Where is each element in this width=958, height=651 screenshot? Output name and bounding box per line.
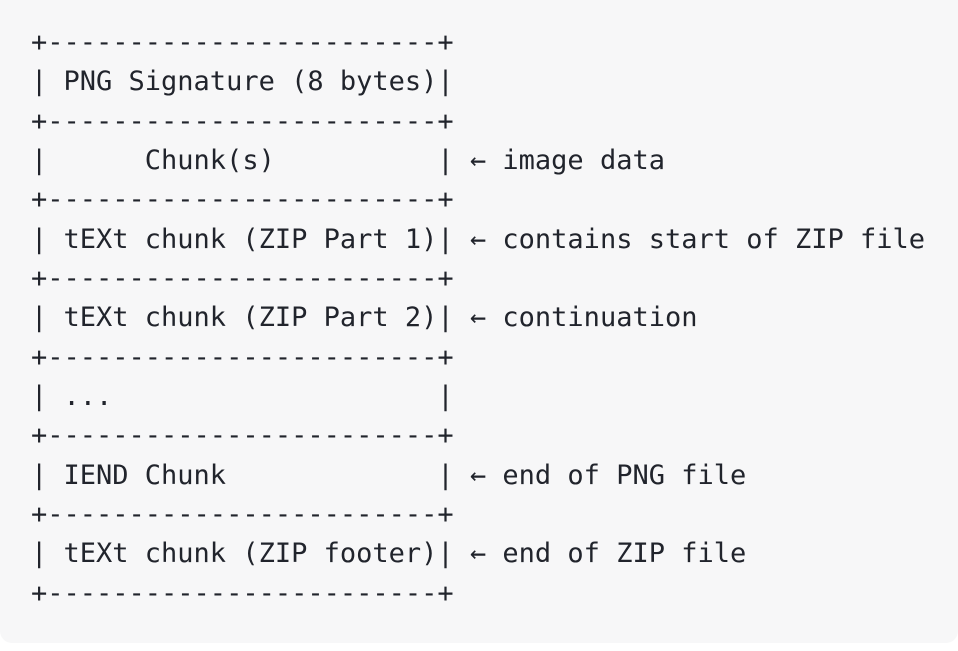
ascii-line-png-signature: | PNG Signature (8 bytes)| — [31, 66, 454, 98]
ascii-line-text-chunk-zip-part1: | tEXt chunk (ZIP Part 1)| ← contains st… — [31, 223, 926, 255]
ascii-diagram: +------------------------+ | PNG Signatur… — [31, 23, 958, 613]
ascii-line-text-chunk-zip-part2: | tEXt chunk (ZIP Part 2)| ← continuatio… — [31, 302, 698, 334]
ascii-line-border: +------------------------+ — [31, 341, 454, 373]
ascii-line-border: +------------------------+ — [31, 263, 454, 295]
ascii-line-border: +------------------------+ — [31, 184, 454, 216]
ascii-line-text-chunk-zip-footer: | tEXt chunk (ZIP footer)| ← end of ZIP … — [31, 538, 747, 570]
ascii-line-border: +------------------------+ — [31, 499, 454, 531]
ascii-line-border-top: +------------------------+ — [31, 27, 454, 58]
ascii-line-iend-chunk: | IEND Chunk | ← end of PNG file — [31, 459, 747, 491]
ascii-line-border: +------------------------+ — [31, 105, 454, 137]
ascii-line-border: +------------------------+ — [31, 420, 454, 452]
ascii-line-ellipsis: | ... | — [31, 381, 454, 413]
ascii-line-chunks: | Chunk(s) | ← image data — [31, 145, 665, 177]
ascii-line-border-bottom: +------------------------+ — [31, 577, 454, 609]
